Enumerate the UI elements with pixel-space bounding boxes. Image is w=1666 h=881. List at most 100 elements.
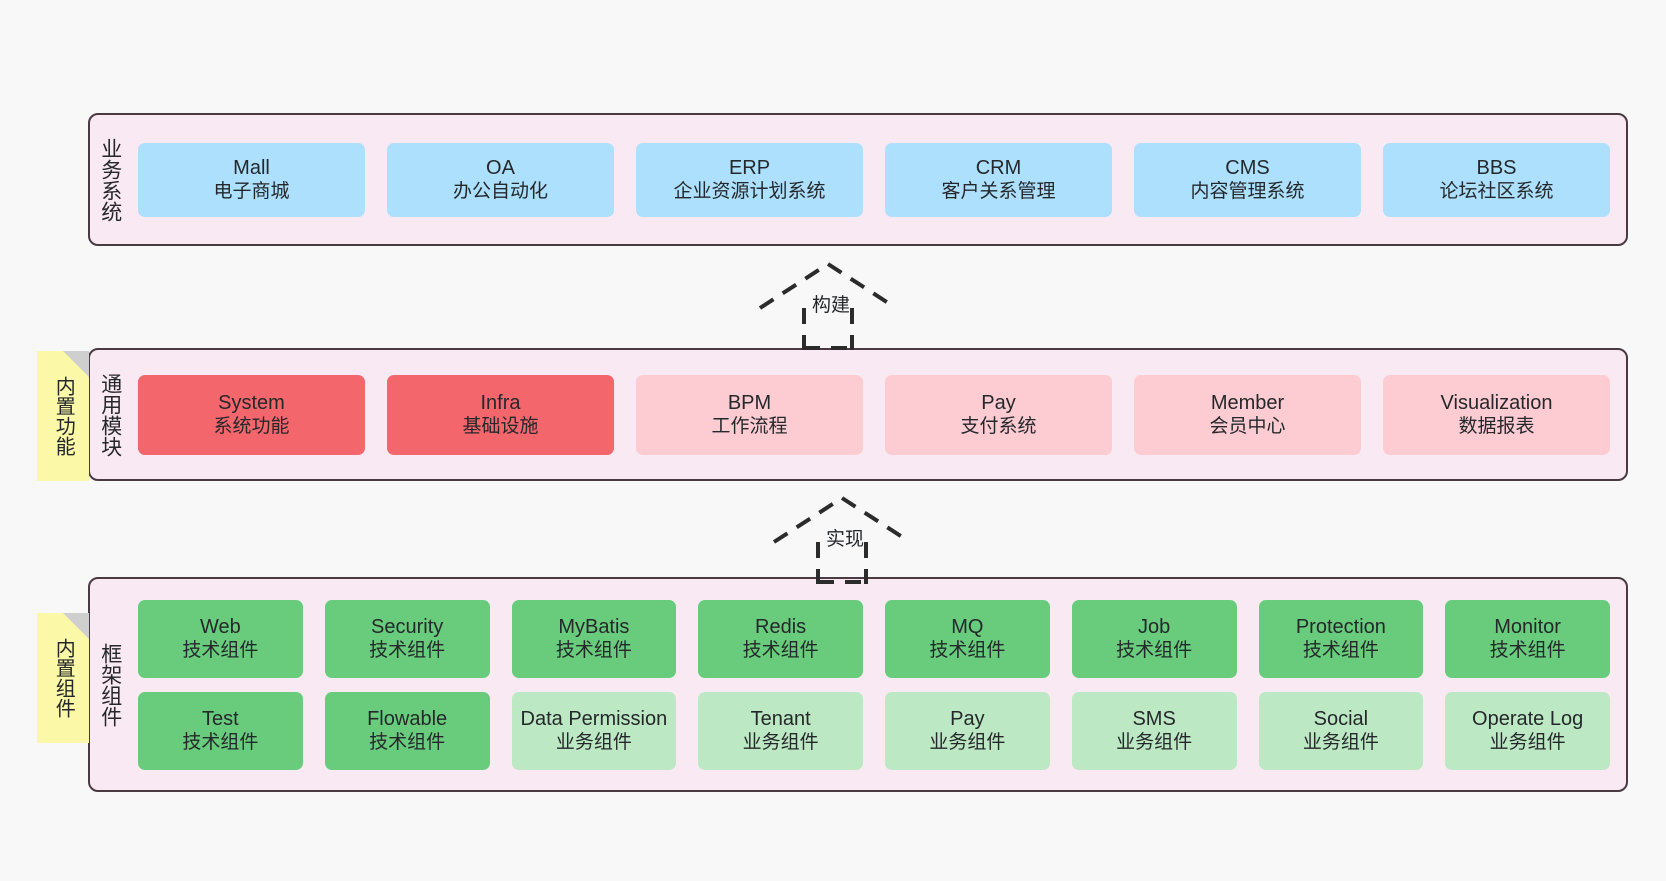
box-cms-cn: 内容管理系统	[1190, 181, 1305, 203]
layer-business-title: 业务系统	[98, 137, 122, 222]
box-web[interactable]: Web 技术组件	[138, 599, 303, 678]
box-erp-cn: 企业资源计划系统	[673, 181, 826, 203]
box-tenant[interactable]: Tenant 业务组件	[698, 691, 863, 770]
box-social[interactable]: Social 业务组件	[1258, 691, 1424, 770]
box-tenant-en: Tenant	[750, 707, 811, 730]
note-builtin-functions-label: 内置功能	[52, 376, 75, 456]
box-infra-cn: 基础设施	[462, 416, 539, 438]
box-oa-en: OA	[486, 156, 515, 179]
box-redis-en: Redis	[755, 615, 807, 638]
box-system[interactable]: System 系统功能	[138, 374, 365, 455]
connector-implement-arrow	[772, 495, 912, 584]
box-visualization[interactable]: Visualization 数据报表	[1383, 374, 1610, 455]
box-pay-component-cn: 业务组件	[929, 732, 1006, 754]
box-data-permission[interactable]: Data Permission 业务组件	[511, 691, 677, 770]
box-mq-cn: 技术组件	[929, 640, 1006, 662]
box-sms[interactable]: SMS 业务组件	[1071, 691, 1237, 770]
layer-modules-row: System 系统功能 Infra 基础设施 BPM 工作流程 Pay 支付系统…	[138, 374, 1610, 455]
box-protection-en: Protection	[1295, 615, 1386, 638]
layer-framework-body: Web 技术组件 Security 技术组件 MyBatis 技术组件 Redi…	[130, 579, 1626, 790]
box-member[interactable]: Member 会员中心	[1134, 374, 1361, 455]
box-crm[interactable]: CRM 客户关系管理	[885, 142, 1112, 217]
note-fold-icon	[63, 351, 89, 377]
layer-business-systems: 业务系统 Mall 电子商城 OA 办公自动化 ERP 企业资源计划系统 CRM…	[88, 113, 1628, 246]
box-crm-en: CRM	[975, 156, 1022, 179]
box-web-en: Web	[199, 615, 241, 638]
box-operate-log[interactable]: Operate Log 业务组件	[1445, 691, 1610, 770]
layer-framework-row-tech: Web 技术组件 Security 技术组件 MyBatis 技术组件 Redi…	[138, 599, 1610, 678]
note-builtin-components: 内置组件	[37, 613, 89, 743]
box-mybatis-cn: 技术组件	[555, 640, 632, 662]
box-social-cn: 业务组件	[1302, 732, 1379, 754]
box-tenant-cn: 业务组件	[742, 732, 819, 754]
box-monitor-cn: 技术组件	[1489, 640, 1566, 662]
box-pay-module[interactable]: Pay 支付系统	[885, 374, 1112, 455]
box-redis-cn: 技术组件	[742, 640, 819, 662]
box-pay-component-en: Pay	[950, 707, 985, 730]
box-bbs[interactable]: BBS 论坛社区系统	[1383, 142, 1610, 217]
layer-business-row: Mall 电子商城 OA 办公自动化 ERP 企业资源计划系统 CRM 客户关系…	[138, 142, 1610, 217]
layer-business-body: Mall 电子商城 OA 办公自动化 ERP 企业资源计划系统 CRM 客户关系…	[130, 115, 1626, 244]
box-job-en: Job	[1138, 615, 1171, 638]
connector-implement-label: 实现	[826, 529, 865, 550]
box-oa[interactable]: OA 办公自动化	[387, 142, 614, 217]
note-builtin-functions: 内置功能	[37, 351, 89, 481]
box-mall-cn: 电子商城	[213, 181, 290, 203]
box-mybatis[interactable]: MyBatis 技术组件	[511, 599, 677, 678]
box-mq[interactable]: MQ 技术组件	[885, 599, 1050, 678]
box-cms-en: CMS	[1225, 156, 1270, 179]
box-sms-cn: 业务组件	[1116, 732, 1193, 754]
box-security-cn: 技术组件	[369, 640, 446, 662]
box-protection-cn: 技术组件	[1302, 640, 1379, 662]
box-infra[interactable]: Infra 基础设施	[387, 374, 614, 455]
box-system-cn: 系统功能	[213, 416, 290, 438]
box-bpm-en: BPM	[727, 391, 772, 414]
box-sms-en: SMS	[1132, 707, 1176, 730]
box-visualization-en: Visualization	[1440, 391, 1553, 414]
box-cms[interactable]: CMS 内容管理系统	[1134, 142, 1361, 217]
connector-build-arrow	[758, 261, 898, 350]
note-builtin-components-label: 内置组件	[52, 638, 75, 718]
box-web-cn: 技术组件	[182, 640, 259, 662]
box-security-en: Security	[371, 615, 444, 638]
box-member-cn: 会员中心	[1209, 416, 1286, 438]
box-flowable-en: Flowable	[367, 707, 448, 730]
box-operate-log-cn: 业务组件	[1489, 732, 1566, 754]
box-bpm-cn: 工作流程	[711, 416, 788, 438]
box-social-en: Social	[1313, 707, 1369, 730]
box-infra-en: Infra	[480, 391, 521, 414]
layer-modules-body: System 系统功能 Infra 基础设施 BPM 工作流程 Pay 支付系统…	[130, 350, 1626, 479]
layer-common-modules: 通用模块 System 系统功能 Infra 基础设施 BPM 工作流程 Pay…	[88, 348, 1628, 481]
box-flowable-cn: 技术组件	[369, 732, 446, 754]
box-pay-module-en: Pay	[981, 391, 1016, 414]
box-test[interactable]: Test 技术组件	[138, 691, 303, 770]
box-pay-module-cn: 支付系统	[960, 416, 1037, 438]
box-bbs-en: BBS	[1476, 156, 1517, 179]
box-member-en: Member	[1210, 391, 1285, 414]
box-crm-cn: 客户关系管理	[941, 181, 1056, 203]
box-pay-component[interactable]: Pay 业务组件	[885, 691, 1050, 770]
box-data-permission-cn: 业务组件	[555, 732, 632, 754]
box-system-en: System	[218, 391, 285, 414]
layer-framework-row-biz: Test 技术组件 Flowable 技术组件 Data Permission …	[138, 691, 1610, 770]
box-mybatis-en: MyBatis	[558, 615, 630, 638]
layer-modules-title: 通用模块	[98, 372, 122, 457]
box-flowable[interactable]: Flowable 技术组件	[324, 691, 490, 770]
box-test-cn: 技术组件	[182, 732, 259, 754]
box-erp-en: ERP	[728, 156, 771, 179]
note-fold-icon	[63, 613, 89, 639]
box-bpm[interactable]: BPM 工作流程	[636, 374, 863, 455]
connector-build-label: 构建	[812, 295, 851, 316]
box-visualization-cn: 数据报表	[1458, 416, 1535, 438]
layer-framework-components: 框架组件 Web 技术组件 Security 技术组件 MyBatis 技术组件…	[88, 577, 1628, 792]
box-job[interactable]: Job 技术组件	[1071, 599, 1237, 678]
box-operate-log-en: Operate Log	[1472, 707, 1584, 730]
box-test-en: Test	[202, 707, 239, 730]
box-monitor[interactable]: Monitor 技术组件	[1445, 599, 1610, 678]
box-erp[interactable]: ERP 企业资源计划系统	[636, 142, 863, 217]
box-protection[interactable]: Protection 技术组件	[1258, 599, 1424, 678]
box-security[interactable]: Security 技术组件	[324, 599, 490, 678]
box-redis[interactable]: Redis 技术组件	[698, 599, 863, 678]
box-job-cn: 技术组件	[1116, 640, 1193, 662]
box-mall[interactable]: Mall 电子商城	[138, 142, 365, 217]
